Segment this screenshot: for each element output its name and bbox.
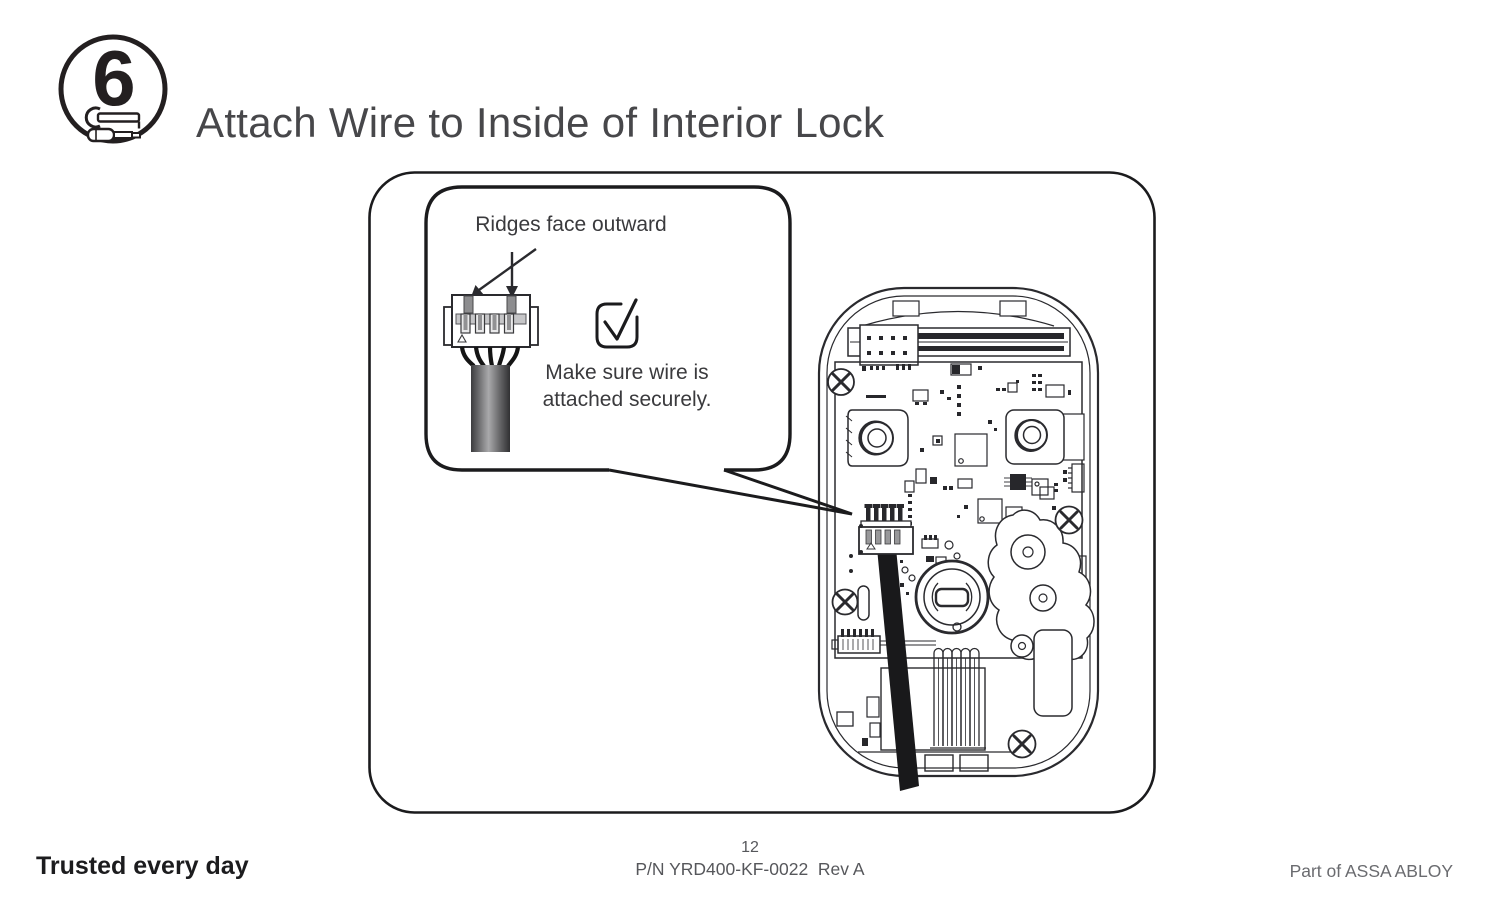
battery-contact-springs bbox=[930, 622, 986, 749]
top-rail-assembly bbox=[847, 300, 1071, 366]
gear-assembly bbox=[987, 509, 1095, 717]
parent-brand: Part of ASSA ABLOY bbox=[1289, 861, 1453, 881]
step-title: Attach Wire to Inside of Interior Lock bbox=[196, 99, 885, 147]
attached-wire bbox=[877, 548, 919, 791]
part-number: P/N YRD400-KF-0022 Rev A bbox=[635, 859, 865, 879]
instruction-figure: Ridges face outward Make sure wire is at… bbox=[360, 165, 1160, 820]
figure-art bbox=[368, 171, 1156, 814]
page-number: 12 bbox=[741, 839, 759, 856]
ridges-label: Ridges face outward bbox=[475, 213, 667, 236]
cable bbox=[471, 365, 510, 452]
connector-ridge bbox=[463, 295, 474, 314]
lock-wire-connector bbox=[858, 504, 914, 555]
bubble-border bbox=[424, 185, 792, 472]
screw-icon bbox=[827, 368, 855, 396]
right-cam bbox=[1005, 409, 1085, 465]
screw-icon bbox=[1054, 505, 1084, 535]
thumbturn bbox=[914, 559, 990, 635]
pcb-components bbox=[849, 363, 1087, 746]
bubble-tail-pointer bbox=[608, 468, 853, 516]
attachment-note: Make sure wire is attached securely. bbox=[477, 359, 777, 413]
connector-pin-slots bbox=[460, 313, 515, 334]
note-line-2: attached securely. bbox=[542, 388, 712, 411]
connector-wires bbox=[459, 346, 521, 368]
screw-icon bbox=[831, 588, 859, 616]
step-header: 6 Attach Wire to Inside of Interior Lock bbox=[0, 0, 1500, 160]
checked-checkbox-icon bbox=[595, 298, 639, 349]
wrench-screwdriver-icon bbox=[84, 106, 141, 143]
step-badge: 6 bbox=[58, 34, 168, 144]
polarity-triangle bbox=[457, 333, 467, 343]
connector-ridge bbox=[506, 295, 517, 314]
note-line-1: Make sure wire is bbox=[545, 361, 709, 384]
battery-compartment bbox=[858, 622, 1012, 772]
phillips-screws bbox=[827, 368, 1084, 759]
lock-case-inner bbox=[826, 295, 1091, 769]
screw-icon bbox=[1007, 729, 1037, 759]
connector-closeup-illustration bbox=[443, 248, 539, 452]
left-cam bbox=[845, 409, 909, 467]
footer-center: 12 P/N YRD400-KF-0022 Rev A bbox=[0, 838, 1500, 880]
down-arrow-icon bbox=[506, 252, 518, 298]
brand-tagline: Trusted every day bbox=[36, 852, 249, 880]
interior-lock-illustration bbox=[817, 286, 1100, 791]
